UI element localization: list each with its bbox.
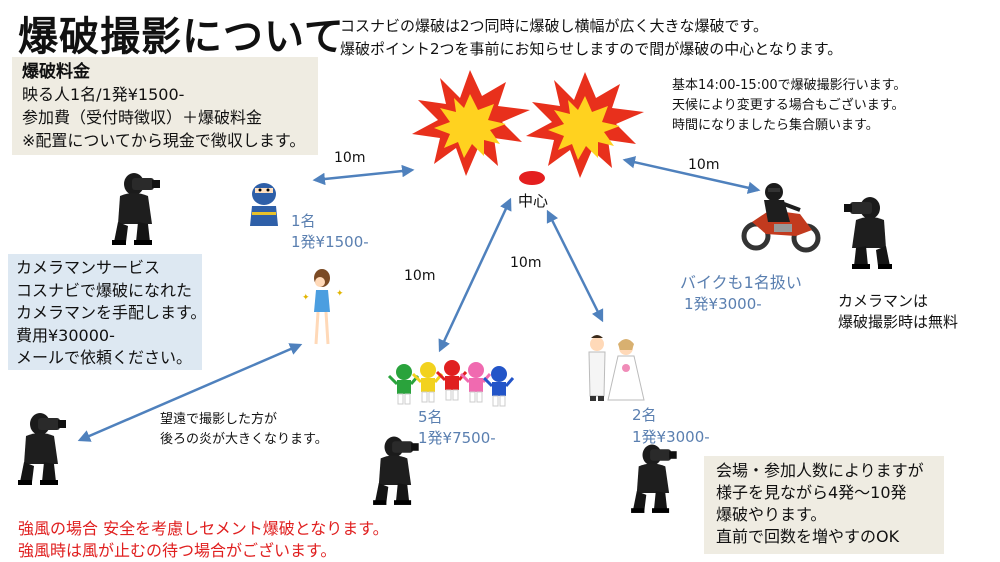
- intro-line-1: コスナビの爆破は2つ同時に爆破し横幅が広く大きな爆破です。: [340, 17, 769, 35]
- camera-service-line-3: カメラマンを手配します。: [16, 303, 207, 322]
- telephoto-note-line-1: 望遠で撮影した方が: [160, 412, 278, 427]
- fee-line-2: 参加費（受付時徴収）＋爆破料金: [22, 108, 263, 127]
- rangers-price: 1発¥7500-: [418, 429, 496, 447]
- arrow-bike: [622, 156, 761, 194]
- bike-label: バイクも1名扱い: [680, 273, 802, 292]
- model-icon: ✦ ✦: [302, 269, 344, 345]
- bike-icon: [741, 183, 821, 253]
- photographer-icon-1: [112, 173, 160, 245]
- venue-line-2: 様子を見ながら4発〜10発: [716, 483, 907, 502]
- arrow-ninja: [312, 164, 415, 186]
- camera-service-line-4: 費用¥30000-: [16, 325, 115, 345]
- schedule-line-3: 時間になりましたら集合願います。: [672, 118, 879, 133]
- camera-service-line-5: メールで依頼ください。: [16, 348, 193, 367]
- venue-line-4: 直前で回数を増やすのOK: [716, 527, 900, 546]
- svg-text:✦: ✦: [302, 293, 310, 303]
- ninja-icon: [250, 183, 278, 226]
- photographer-icon-3: [18, 413, 66, 485]
- venue-line-3: 爆破やります。: [716, 505, 827, 524]
- couple-count: 2名: [632, 406, 657, 424]
- explosion-right-icon: [526, 72, 644, 178]
- arrow-telephoto: [77, 343, 303, 442]
- distance-label-down-left: 10m: [404, 268, 436, 284]
- couple-icon: [588, 335, 645, 401]
- rangers-icon: [387, 360, 515, 407]
- schedule-line-2: 天候により変更する場合もございます。: [672, 98, 905, 113]
- cameraman-free-line-1: カメラマンは: [838, 292, 929, 310]
- fee-box-title: 爆破料金: [22, 62, 90, 82]
- page-title: 爆破撮影について: [18, 14, 345, 60]
- photographer-icon-5: [631, 444, 677, 513]
- venue-line-1: 会場・参加人数によりますが: [716, 461, 924, 480]
- arrow-rangers: [438, 197, 512, 353]
- bike-price: 1発¥3000-: [684, 295, 762, 313]
- camera-service-line-1: カメラマンサービス: [16, 258, 161, 277]
- telephoto-note-line-2: 後ろの炎が大きくなります。: [160, 432, 328, 447]
- cameraman-free-line-2: 爆破撮影時は無料: [838, 313, 959, 331]
- venue-box: 会場・参加人数によりますが 様子を見ながら4発〜10発 爆破やります。 直前で回…: [704, 456, 944, 554]
- wind-warning-line-1: 強風の場合 安全を考慮しセメント爆破となります。: [18, 519, 389, 538]
- photographer-icon-4: [373, 436, 419, 505]
- fee-box: 爆破料金 映る人1名/1発¥1500- 参加費（受付時徴収）＋爆破料金 ※配置に…: [12, 57, 318, 155]
- distance-label-left: 10m: [334, 150, 366, 166]
- intro-line-2: 爆破ポイント2つを事前にお知らせしますので間が爆破の中心となります。: [340, 40, 843, 58]
- distance-label-down-right: 10m: [510, 255, 542, 271]
- wind-warning-line-2: 強風時は風が止むの待つ場合がございます。: [18, 541, 337, 560]
- schedule-line-1: 基本14:00-15:00で爆破撮影行います。: [672, 78, 907, 93]
- ninja-count: 1名: [291, 212, 316, 230]
- explosion-left-icon: [412, 70, 530, 176]
- rangers-count: 5名: [418, 408, 443, 426]
- photographer-icon-2: [844, 197, 892, 269]
- fee-line-1: 映る人1名/1発¥1500-: [22, 85, 185, 104]
- arrow-couple: [546, 209, 604, 323]
- couple-price: 1発¥3000-: [632, 428, 710, 446]
- svg-text:✦: ✦: [336, 289, 344, 299]
- camera-service-box: カメラマンサービス コスナビで爆破になれた カメラマンを手配します。 費用¥30…: [8, 254, 207, 370]
- distance-label-right: 10m: [688, 157, 720, 173]
- ninja-price: 1発¥1500-: [291, 233, 369, 251]
- center-label: 中心: [518, 192, 549, 210]
- fee-line-3: ※配置についてから現金で徴収します。: [22, 131, 306, 150]
- camera-service-line-2: コスナビで爆破になれた: [16, 280, 193, 300]
- center-marker: [519, 171, 545, 185]
